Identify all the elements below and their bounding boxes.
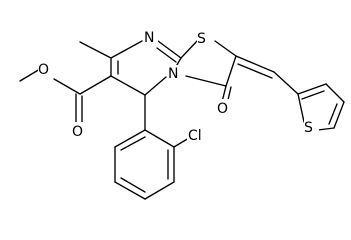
atom-label-s-thiazole: S <box>197 31 206 47</box>
bond-ylidene <box>235 55 275 73</box>
bond-n4-c5 <box>144 76 167 96</box>
bond-ar6-ar1 <box>114 129 146 148</box>
bond-o-ether-methyl <box>19 68 41 82</box>
bond-c2-c3 <box>225 55 237 87</box>
bond-s-c2 <box>214 40 237 57</box>
atom-label-s-thiophene: S <box>304 120 313 136</box>
bond-c-cl <box>173 137 190 148</box>
bond-ar6-ar1-inner <box>120 136 146 151</box>
bond-th-c4-c5-inner <box>328 103 338 125</box>
bond-th-s-c2 <box>297 93 305 123</box>
atom-label-cl: Cl <box>188 128 202 144</box>
bond-ester-c-o-ether <box>53 78 81 95</box>
bond-ar4-ar5 <box>114 181 146 200</box>
bond-n1-c8a-inner <box>156 47 177 63</box>
bond-ar3-ar4 <box>144 181 175 200</box>
atom-label-o-ketone: O <box>217 101 228 117</box>
atom-label-n4: N <box>168 66 178 82</box>
bond-c4-ester-c <box>79 75 112 95</box>
bond-methyl <box>79 41 112 59</box>
molecule-drawing: N S N O S O O Cl <box>19 28 345 200</box>
bond-ar1-ar2 <box>144 129 175 148</box>
bond-ar4-ar5-inner <box>120 177 146 193</box>
atom-label-n1: N <box>144 30 154 46</box>
bond-c6-n1 <box>110 40 143 59</box>
bond-ch-thiophene <box>273 71 299 95</box>
bond-th-c2-c3 <box>297 83 327 95</box>
bond-ylidene-inner <box>237 63 273 79</box>
bond-c3-n4 <box>185 75 227 87</box>
atom-label-o-ester-carbonyl: O <box>72 124 83 140</box>
structure-canvas: N S N O S O O Cl <box>19 28 345 200</box>
bond-th-c2-c3-inner <box>301 90 325 100</box>
bond-c3-o-inner <box>227 86 232 101</box>
bond-c8a-s <box>180 40 198 59</box>
bond-th-c3-c4 <box>325 83 345 103</box>
atom-label-o-ester-ether: O <box>38 62 49 78</box>
bond-c5-c4 <box>110 75 146 96</box>
bond-n1-c8a <box>157 40 182 59</box>
bond-th-c5-s <box>317 127 335 131</box>
bond-th-c4-c5 <box>333 101 345 129</box>
